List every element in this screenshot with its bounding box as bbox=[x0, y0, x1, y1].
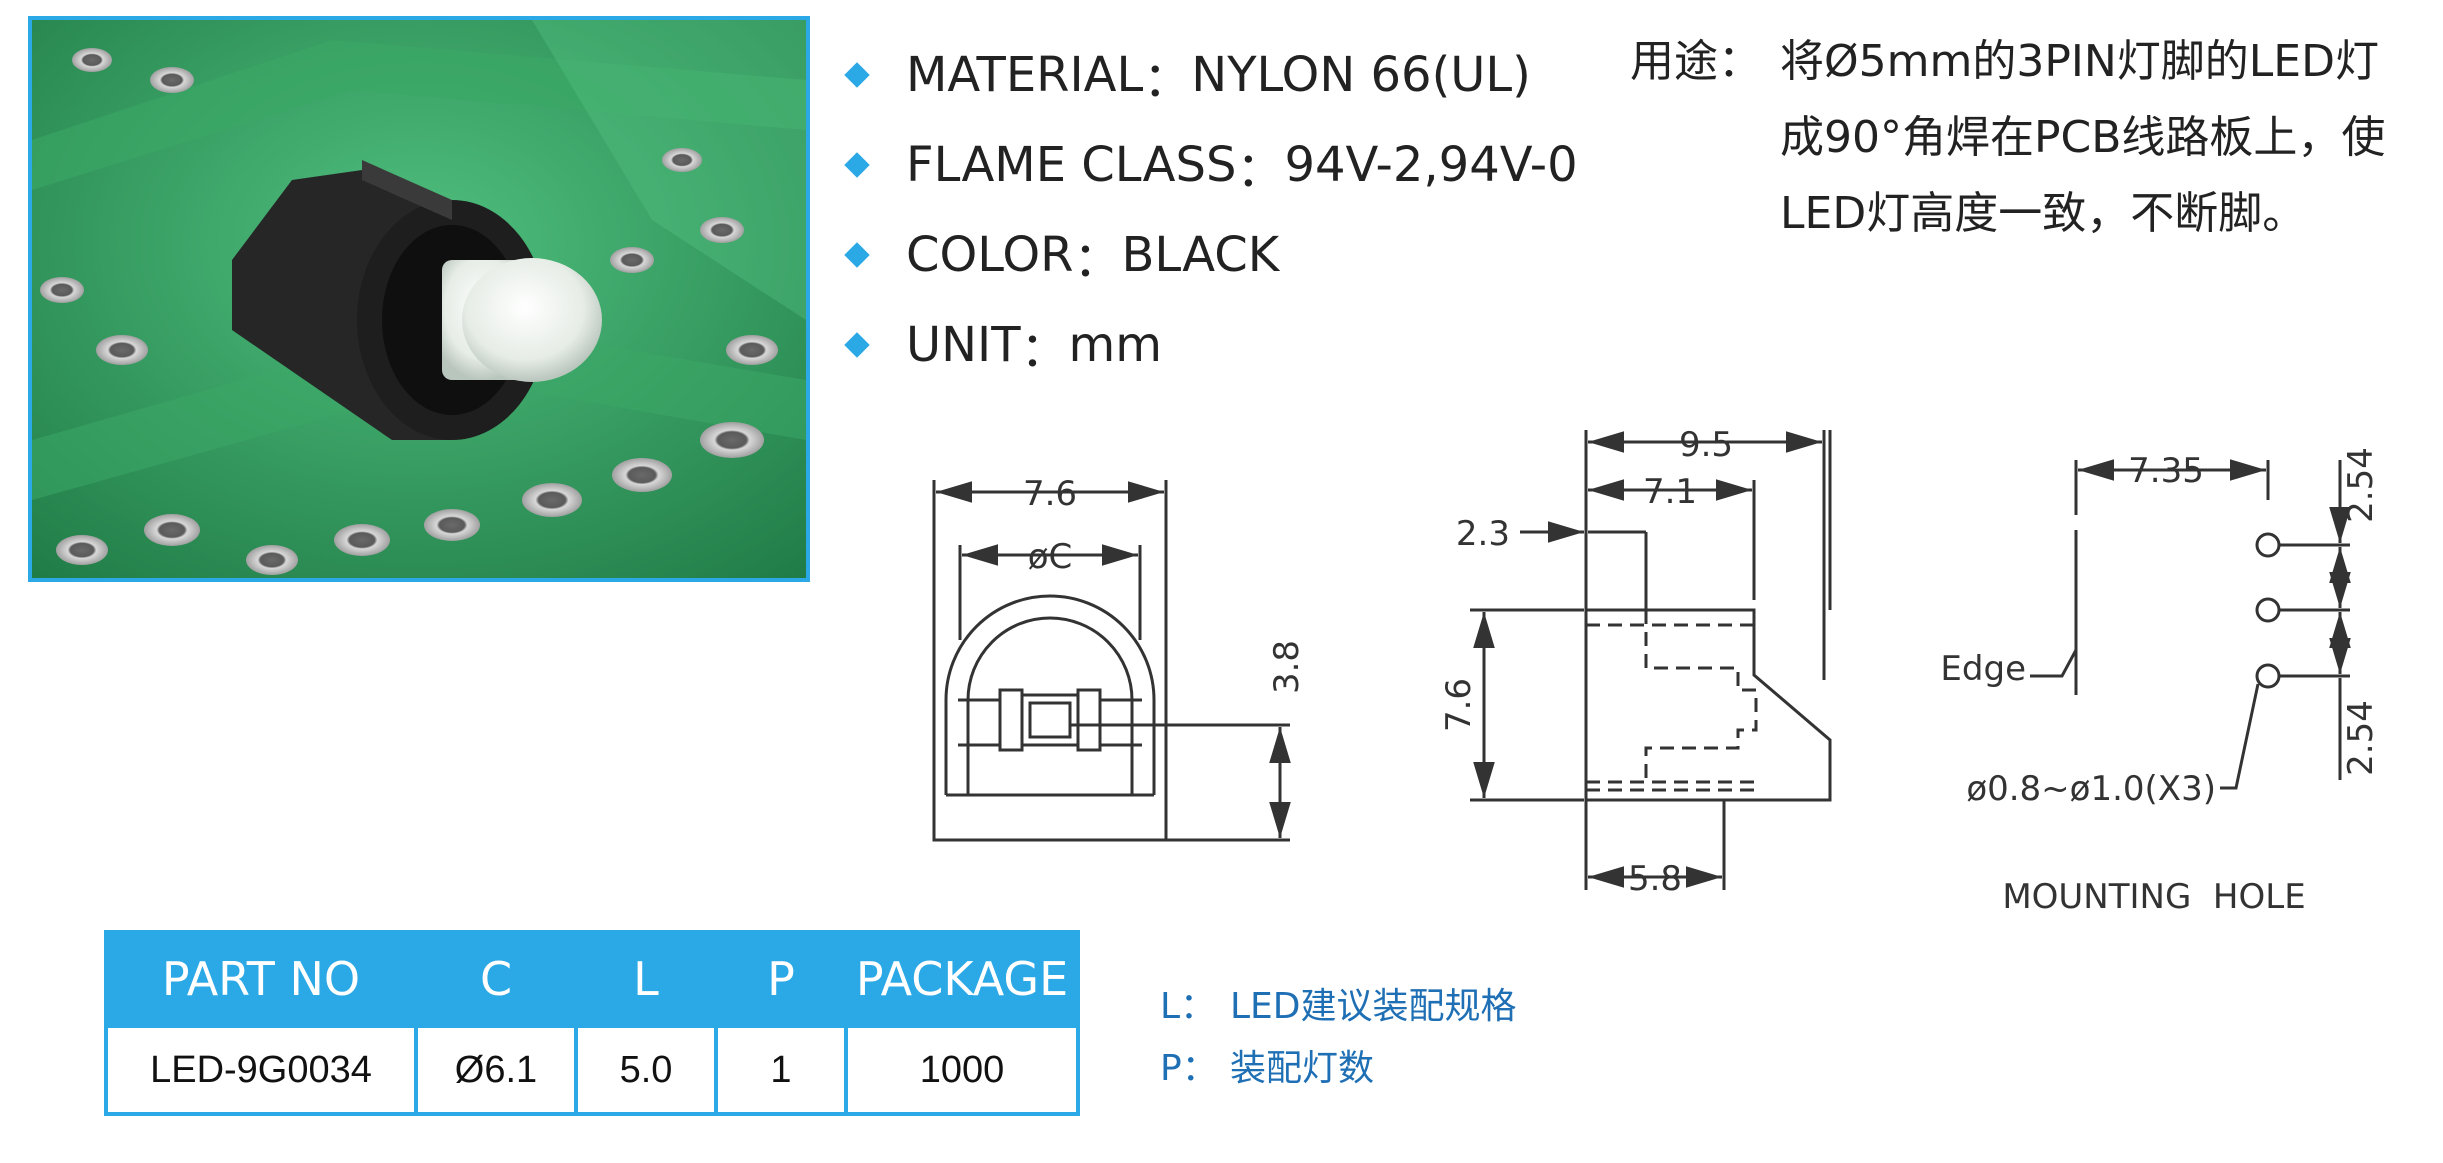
led-holder-photo bbox=[32, 20, 806, 578]
cell-c: Ø6.1 bbox=[414, 1024, 578, 1116]
cell-part-no: LED-9G0034 bbox=[104, 1024, 418, 1116]
usage-label: 用途： bbox=[1630, 36, 1762, 87]
usage-description: 用途： 将Ø5mm的3PIN灯脚的LED灯成90°角焊在PCB线路板上，使LED… bbox=[1630, 24, 2420, 252]
table-notes: L： LED建议装配规格 P： 装配灯数 bbox=[1160, 976, 1517, 1100]
cell-package: 1000 bbox=[844, 1024, 1080, 1116]
spec-value: BLACK bbox=[1121, 227, 1280, 283]
product-photo bbox=[28, 16, 810, 582]
spec-sep: ： bbox=[1143, 52, 1192, 108]
note-text: LED建议装配规格 bbox=[1230, 986, 1517, 1027]
dim-side-inner: 7.1 bbox=[1643, 472, 1697, 512]
label-hole-size: ø0.8~ø1.0(X3) bbox=[1966, 769, 2216, 809]
note-l: L： LED建议装配规格 bbox=[1160, 976, 1517, 1038]
spec-material: MATERIAL ： NYLON 66(UL) bbox=[844, 30, 1668, 120]
dim-mount-distance: 7.35 bbox=[2128, 451, 2204, 491]
dim-front-height: 3.8 bbox=[1267, 640, 1307, 694]
spec-label: UNIT bbox=[906, 317, 1021, 373]
dim-side-width: 9.5 bbox=[1679, 425, 1733, 465]
dim-side-offset: 2.3 bbox=[1456, 514, 1510, 554]
spec-value: 94V-2,94V-0 bbox=[1284, 137, 1578, 193]
header-package: PACKAGE bbox=[844, 930, 1080, 1028]
dim-front-inner: øC bbox=[1028, 537, 1073, 577]
front-view-drawing bbox=[932, 480, 1291, 842]
cell-l: 5.0 bbox=[574, 1024, 718, 1116]
note-key: P： bbox=[1160, 1048, 1218, 1089]
usage-text: 将Ø5mm的3PIN灯脚的LED灯成90°角焊在PCB线路板上，使LED灯高度一… bbox=[1780, 36, 2386, 239]
table-row: LED-9G0034 Ø6.1 5.0 1 1000 bbox=[104, 1024, 1080, 1116]
header-c: C bbox=[414, 930, 578, 1028]
cell-p: 1 bbox=[714, 1024, 848, 1116]
spec-label: FLAME CLASS bbox=[906, 137, 1237, 193]
part-table-wrap: PART NO C L P PACKAGE LED-9G0034 Ø6.1 5.… bbox=[104, 930, 1080, 1116]
side-view-drawing bbox=[1470, 430, 1832, 890]
dim-mount-pitch-bottom: 2.54 bbox=[2341, 700, 2381, 776]
dim-side-bottom: 5.8 bbox=[1628, 859, 1682, 899]
spec-label: MATERIAL bbox=[906, 47, 1144, 103]
label-mounting-hole: MOUNTING HOLE bbox=[2002, 877, 2305, 917]
table-header-row: PART NO C L P PACKAGE bbox=[104, 930, 1080, 1028]
spec-sep: ： bbox=[1236, 142, 1285, 198]
spec-sep: ： bbox=[1020, 322, 1069, 378]
spec-color: COLOR ： BLACK bbox=[844, 210, 1668, 300]
part-table: PART NO C L P PACKAGE LED-9G0034 Ø6.1 5.… bbox=[104, 930, 1080, 1116]
dim-front-width: 7.6 bbox=[1023, 474, 1077, 514]
pcb-pads bbox=[40, 48, 778, 575]
spec-unit: UNIT ： mm bbox=[844, 300, 1668, 390]
header-part-no: PART NO bbox=[104, 930, 418, 1028]
spec-flame-class: FLAME CLASS ： 94V-2,94V-0 bbox=[844, 120, 1668, 210]
note-text: 装配灯数 bbox=[1230, 1048, 1375, 1089]
spec-sep: ： bbox=[1073, 232, 1122, 288]
spec-list: MATERIAL ： NYLON 66(UL) FLAME CLASS ： 94… bbox=[844, 30, 1668, 390]
led-bulb bbox=[442, 258, 602, 382]
dim-mount-pitch-top: 2.54 bbox=[2341, 447, 2381, 523]
spec-value: NYLON 66(UL) bbox=[1191, 47, 1531, 103]
header-l: L bbox=[574, 930, 718, 1028]
note-p: P： 装配灯数 bbox=[1160, 1038, 1517, 1100]
label-edge: Edge bbox=[1940, 649, 2026, 689]
spec-value: mm bbox=[1068, 317, 1163, 373]
spec-label: COLOR bbox=[906, 227, 1074, 283]
dim-side-height: 7.6 bbox=[1439, 678, 1479, 732]
note-key: L： bbox=[1160, 986, 1217, 1027]
header-p: P bbox=[714, 930, 848, 1028]
mounting-hole-drawing bbox=[2030, 459, 2351, 790]
